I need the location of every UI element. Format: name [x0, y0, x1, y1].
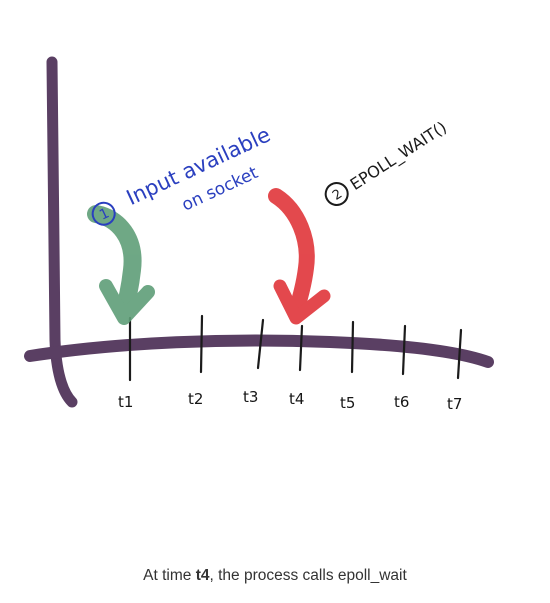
caption-bold-time: t4: [195, 567, 210, 584]
step2-number: 2: [330, 187, 345, 204]
tick-label-t7: t7: [447, 395, 462, 413]
red-arrow: [268, 188, 331, 325]
tick-label-t6: t6: [394, 393, 409, 411]
caption-suffix: , the process calls epoll_wait: [209, 567, 407, 584]
tick-label-t2: t2: [188, 390, 203, 408]
green-arrow: [87, 205, 155, 325]
tick-label-t5: t5: [340, 394, 355, 412]
tick-label-t4: t4: [289, 390, 304, 408]
tick-mark-t3: [256, 318, 265, 370]
step2-annotation: 2 EPOLL_WAIT(): [324, 118, 451, 206]
tick-mark-t4: [298, 324, 304, 372]
step2-circle: [324, 181, 349, 206]
tick-label-t1: t1: [118, 393, 133, 411]
step2-text: EPOLL_WAIT(): [347, 118, 451, 195]
tick-mark-t5: [350, 320, 355, 374]
step1-circle: [91, 201, 116, 226]
figure-caption: At time t4, the process calls epoll_wait: [0, 567, 550, 585]
tick-mark-t6: [401, 324, 407, 376]
tick-marks: [128, 314, 463, 382]
vertical-axis: [46, 56, 78, 408]
tick-mark-t7: [456, 328, 463, 380]
tick-mark-t2: [199, 314, 204, 374]
caption-prefix: At time: [143, 567, 196, 584]
epoll-timeline-diagram: t1 t2 t3 t4 t5 t6 t7 1 Input available o…: [24, 56, 494, 413]
time-axis: [24, 334, 494, 368]
tick-label-t3: t3: [243, 388, 258, 406]
